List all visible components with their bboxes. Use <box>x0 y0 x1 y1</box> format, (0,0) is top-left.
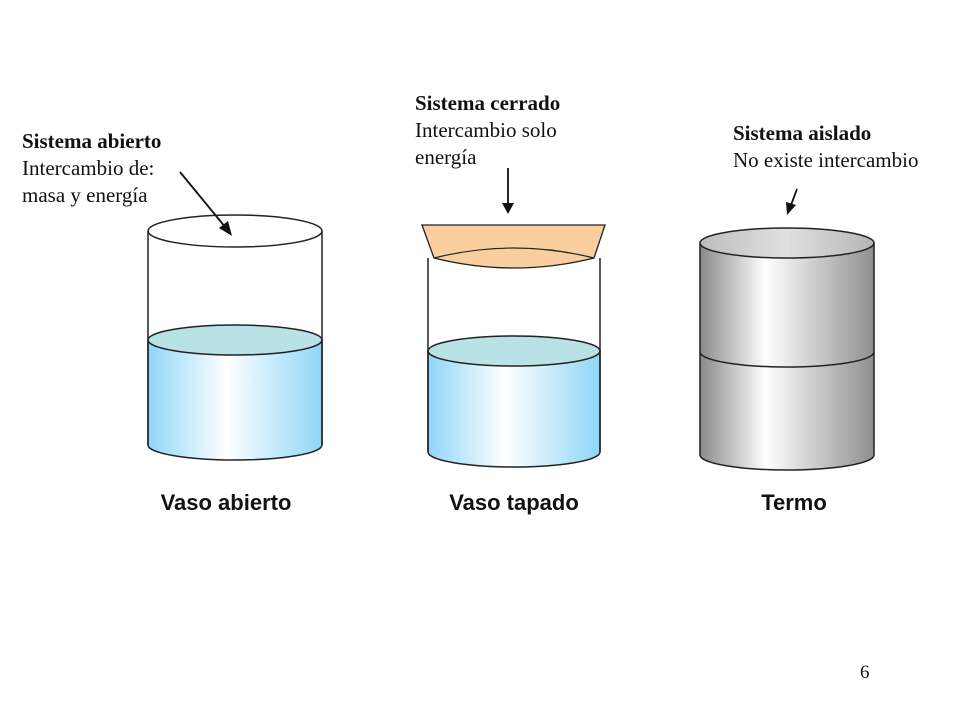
open-glass-water <box>147 339 323 461</box>
thermos-bottom <box>699 351 875 471</box>
open-system-caption: Sistema abierto Intercambio de: masa y e… <box>22 128 161 209</box>
closed-glass-water <box>427 350 601 468</box>
isolated-vessel-label: Termo <box>761 490 827 515</box>
open-system-desc-line-1: Intercambio de: <box>22 155 155 180</box>
open-glass <box>147 214 323 461</box>
open-system-desc-line-2: masa y energía <box>22 182 148 207</box>
closed-vessel-label: Vaso tapado <box>449 490 579 515</box>
closed-arrow <box>502 168 514 214</box>
closed-system-desc-line-2: energía <box>415 144 477 169</box>
closed-system-desc-line-1: Intercambio solo <box>415 117 557 142</box>
closed-glass-lid <box>421 224 606 269</box>
open-system-title: Sistema abierto <box>22 129 162 153</box>
open-glass-water-surface <box>147 324 323 356</box>
closed-system-title: Sistema cerrado <box>415 91 561 115</box>
thermos-lid <box>699 227 875 259</box>
thermos <box>699 227 875 471</box>
isolated-arrow <box>786 188 798 215</box>
isolated-system-title: Sistema aislado <box>733 121 872 145</box>
open-arrow <box>179 171 232 236</box>
open-glass-rim <box>147 214 323 248</box>
closed-glass-water-surface <box>427 335 601 367</box>
closed-glass <box>421 224 606 468</box>
thermos-top <box>699 242 875 368</box>
isolated-system-desc-line-1: No existe intercambio <box>733 147 919 172</box>
isolated-system-caption: Sistema aislado No existe intercambio <box>733 120 918 174</box>
closed-system-caption: Sistema cerrado Intercambio solo energía <box>415 90 560 171</box>
page-number: 6 <box>860 662 870 683</box>
open-vessel-label: Vaso abierto <box>160 490 292 515</box>
